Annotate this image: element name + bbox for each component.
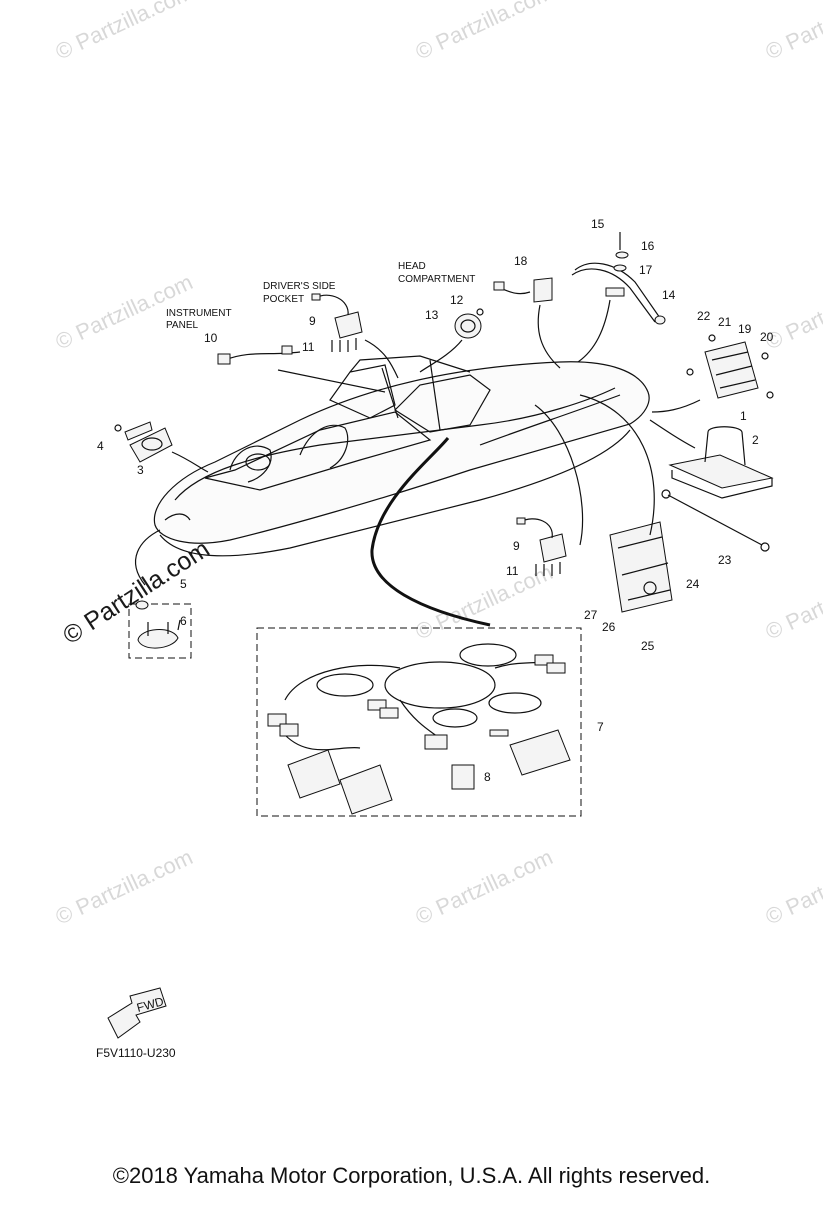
label-drivers-pocket: POCKET bbox=[263, 294, 304, 305]
part-14-rod bbox=[574, 262, 661, 319]
callout-21: 21 bbox=[718, 315, 732, 329]
callout-16: 16 bbox=[641, 239, 655, 253]
part-5-inset bbox=[128, 603, 192, 659]
callout-19: 19 bbox=[738, 322, 752, 336]
leader-18 bbox=[537, 304, 561, 369]
watermark: © Partzilla.com bbox=[52, 0, 197, 65]
callout-5: 5 bbox=[180, 577, 187, 591]
callout-11: 11 bbox=[302, 340, 315, 354]
callout-6: 6 bbox=[180, 614, 187, 628]
part-19-module bbox=[704, 341, 759, 399]
watermark: © Partzilla.com bbox=[762, 844, 823, 929]
callout-15: 15 bbox=[591, 217, 605, 231]
callout-18: 18 bbox=[514, 254, 528, 268]
copyright-notice: ©2018 Yamaha Motor Corporation, U.S.A. A… bbox=[112, 1163, 711, 1188]
callout-9-lower: 9 bbox=[513, 539, 520, 553]
area-labels: INSTRUMENT PANEL DRIVER'S SIDE POCKET HE… bbox=[166, 261, 475, 331]
callout-8: 8 bbox=[484, 770, 491, 784]
callout-23: 23 bbox=[718, 553, 732, 567]
watermark: © Partzilla.com bbox=[762, 559, 823, 644]
harness-inset bbox=[256, 627, 582, 817]
part-3-bezel bbox=[129, 427, 173, 463]
harness-box bbox=[256, 627, 582, 817]
diagram-code: F5V1110-U230 bbox=[96, 1046, 176, 1060]
callout-9: 9 bbox=[309, 314, 316, 328]
leader-1 bbox=[649, 419, 696, 449]
callout-26: 26 bbox=[602, 620, 616, 634]
leader-lines bbox=[134, 299, 701, 627]
part-18-sensor bbox=[533, 277, 553, 303]
callout-13: 13 bbox=[425, 308, 439, 322]
callout-1: 1 bbox=[740, 409, 747, 423]
part-12-speaker bbox=[454, 313, 482, 339]
callout-7: 7 bbox=[597, 720, 604, 734]
part-9-upper bbox=[334, 311, 363, 339]
leader-24 bbox=[579, 394, 655, 536]
callout-10: 10 bbox=[204, 331, 218, 345]
fwd-arrow: FWD bbox=[107, 987, 167, 1039]
callout-14: 14 bbox=[662, 288, 676, 302]
watermark: © Partzilla.com bbox=[412, 0, 557, 65]
callout-2: 2 bbox=[752, 433, 759, 447]
callout-22: 22 bbox=[697, 309, 711, 323]
leader-9 bbox=[364, 339, 399, 379]
fwd-label: FWD bbox=[135, 994, 165, 1015]
label-head-compartment: HEAD bbox=[398, 261, 426, 272]
callout-24: 24 bbox=[686, 577, 700, 591]
leader-5 bbox=[134, 529, 161, 586]
watermark: © Partzilla.com bbox=[412, 559, 557, 644]
leader-14 bbox=[577, 299, 611, 363]
callout-12: 12 bbox=[450, 293, 464, 307]
boat-hull bbox=[153, 355, 650, 557]
label-instrument-panel: INSTRUMENT bbox=[166, 308, 232, 319]
label-drivers-pocket: DRIVER'S SIDE bbox=[263, 281, 336, 292]
watermark: © Partzilla.com bbox=[52, 844, 197, 929]
callout-4: 4 bbox=[97, 439, 104, 453]
harness-main bbox=[370, 437, 491, 627]
callouts: 1 2 3 4 5 6 7 8 9 10 11 12 13 14 15 16 1… bbox=[97, 217, 774, 784]
watermark: © Partzilla.com bbox=[762, 0, 823, 65]
label-head-compartment: COMPARTMENT bbox=[398, 274, 475, 285]
leader-10 bbox=[277, 369, 386, 393]
callout-17: 17 bbox=[639, 263, 653, 277]
watermark: © Partzilla.com bbox=[412, 844, 557, 929]
leader-3 bbox=[171, 451, 209, 473]
components bbox=[114, 232, 774, 659]
callout-3: 3 bbox=[137, 463, 144, 477]
callout-20: 20 bbox=[760, 330, 774, 344]
leader-19 bbox=[651, 399, 701, 413]
part-24-box bbox=[609, 521, 673, 613]
callout-25: 25 bbox=[641, 639, 655, 653]
leader-9-lower bbox=[534, 404, 584, 546]
callout-27: 27 bbox=[584, 608, 598, 622]
label-instrument-panel: PANEL bbox=[166, 320, 198, 331]
part-23-cable bbox=[667, 494, 763, 546]
leader-12 bbox=[419, 339, 463, 373]
callout-11-lower: 11 bbox=[506, 564, 519, 578]
part-9-lower bbox=[539, 533, 567, 563]
